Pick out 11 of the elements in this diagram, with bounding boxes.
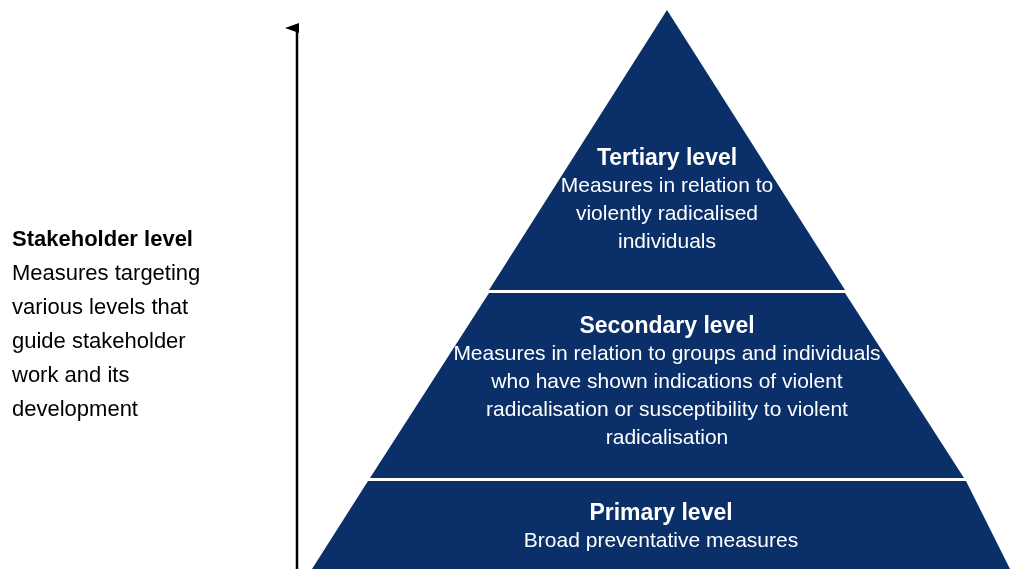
level-heading: Primary level: [589, 498, 733, 526]
level-description: Broad preventative measures: [522, 527, 800, 553]
side-description: Measures targeting various levels that guide stakeholder work and its development: [12, 259, 202, 423]
side-heading: Stakeholder level: [12, 225, 194, 253]
pyramid-level: [489, 10, 845, 290]
level-heading: Secondary level: [579, 311, 755, 339]
pyramid-level: [370, 293, 964, 478]
level-description: Measures in relation to violently radicalised individuals: [559, 172, 775, 254]
pyramid-level: [312, 481, 1010, 569]
level-heading: Tertiary level: [596, 143, 738, 171]
level-description: Measures in relation to groups and individuals who have shown indications of violent radicalisation or susceptibility to violent radicalisation: [452, 340, 882, 450]
